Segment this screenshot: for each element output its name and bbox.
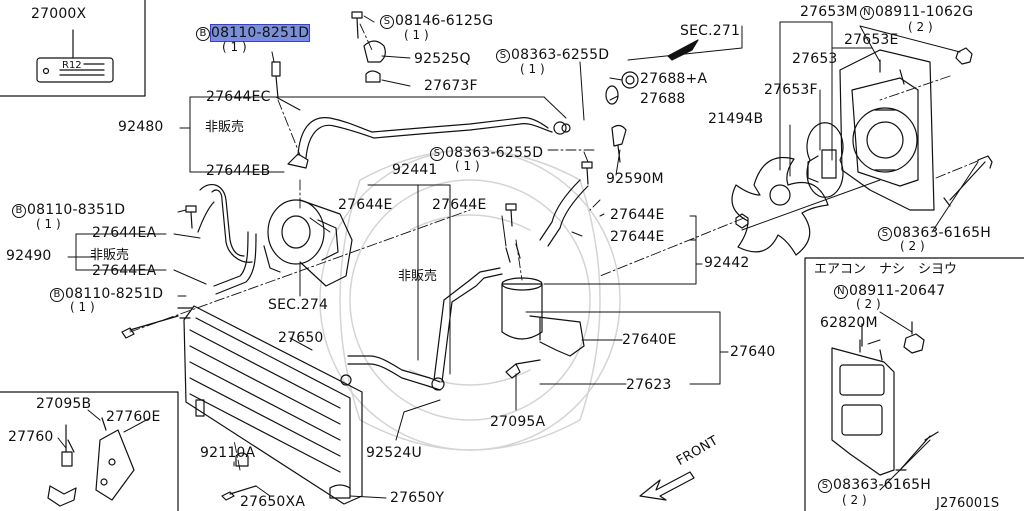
qty-08110-8251d-b: ( 1 ) (70, 300, 95, 314)
label-62820m: 62820M (820, 315, 878, 331)
qty-08363-6255d-a: ( 1 ) (520, 62, 545, 76)
label-27650xa: 27650XA (240, 494, 306, 510)
label-27644ec: 27644EC (206, 89, 271, 105)
nut-circle-icon: N (834, 285, 848, 299)
label-27644e-1: 27644E (338, 197, 393, 213)
nut-circle-icon: N (860, 6, 874, 20)
label-92442: 92442 (704, 255, 750, 271)
label-27644ea-1: 27644EA (92, 225, 157, 241)
label-92490: 92490 (6, 248, 52, 264)
label-21494b: 21494B (708, 111, 764, 127)
label-27000x: 27000X (31, 6, 87, 22)
screw-circle-icon: S (380, 15, 394, 29)
screw-circle-icon: S (496, 49, 510, 63)
bolts (121, 11, 593, 501)
label-not-for-sale-2: 非販売 (90, 248, 130, 263)
label-27760e: 27760E (106, 409, 161, 425)
qty-08110-8251d-top: ( 1 ) (222, 40, 247, 54)
label-27640: 27640 (730, 344, 776, 360)
fan-blade (731, 157, 829, 256)
highlighted-part-number[interactable]: 08110-8251D (209, 24, 311, 42)
label-27688: 27688 (640, 91, 686, 107)
label-r12: R12 (62, 60, 82, 71)
label-27653f: 27653F (764, 82, 818, 98)
label-27653: 27653 (792, 51, 838, 67)
leader-lines (57, 15, 979, 499)
fan-motor (806, 122, 844, 198)
label-27760: 27760 (8, 429, 54, 445)
qty-08911-1062g: ( 2 ) (908, 20, 933, 34)
inset-bracket-box (0, 391, 179, 511)
label-92590m: 92590M (606, 171, 664, 187)
bolt-circle-icon: B (12, 204, 26, 218)
label-27650y: 27650Y (390, 490, 445, 506)
label-sec-271: SEC.271 (680, 23, 741, 39)
label-27644eb: 27644EB (206, 163, 271, 179)
label-27653e: 27653E (844, 32, 899, 48)
qty-08363-6165h-a: ( 2 ) (900, 239, 925, 253)
label-92480: 92480 (118, 119, 164, 135)
label-92524u: 92524U (366, 445, 422, 461)
label-27640e: 27640E (622, 332, 677, 348)
condenser (177, 305, 363, 505)
label-27644e-2: 27644E (432, 197, 487, 213)
qty-08146-6125g: ( 1 ) (404, 28, 429, 42)
compressor (263, 199, 353, 287)
label-27644ea-2: 27644EA (92, 263, 157, 279)
qty-08911-20647: ( 2 ) (856, 297, 881, 311)
bolt-circle-icon: B (50, 288, 64, 302)
label-sec-274: SEC.274 (268, 297, 329, 313)
label-27688a: 27688+A (640, 71, 708, 87)
fan-hardware (735, 47, 993, 229)
hoses (197, 117, 589, 391)
label-27644e-4: 27644E (610, 229, 665, 245)
screw-circle-icon: S (878, 227, 892, 241)
qty-08363-6165h-b: ( 2 ) (842, 493, 867, 507)
watermark-emblem (319, 149, 621, 451)
screw-circle-icon: S (818, 479, 832, 493)
qty-08363-6255d-b: ( 1 ) (455, 159, 480, 173)
label-27623: 27623 (626, 377, 672, 393)
diagram-id: J276001S (936, 496, 1000, 511)
label-27095b: 27095B (36, 396, 92, 412)
label-27653m: 27653M (800, 4, 858, 20)
label-27673f: 27673F (424, 78, 478, 94)
label-27095a: 27095A (490, 414, 546, 430)
label-not-for-sale-3: 非販売 (398, 269, 438, 284)
label-27650: 27650 (278, 330, 324, 346)
label-92110a: 92110A (200, 445, 256, 461)
box-27000x (0, 0, 146, 97)
qty-08110-8351d: ( 1 ) (36, 217, 61, 231)
relation-lines (129, 23, 981, 471)
label-no-aircon: エアコン ナシ シヨウ (814, 262, 958, 277)
fan-shroud (839, 49, 935, 211)
inset-no-aircon-box (804, 257, 1024, 511)
label-92441: 92441 (392, 162, 438, 178)
bolt-circle-icon: B (196, 27, 210, 41)
label-not-for-sale-1: 非販売 (205, 120, 245, 135)
front-arrow (639, 471, 695, 501)
screw-circle-icon: S (430, 147, 444, 161)
label-92525q: 92525Q (414, 51, 471, 67)
label-27644e-3: 27644E (610, 207, 665, 223)
